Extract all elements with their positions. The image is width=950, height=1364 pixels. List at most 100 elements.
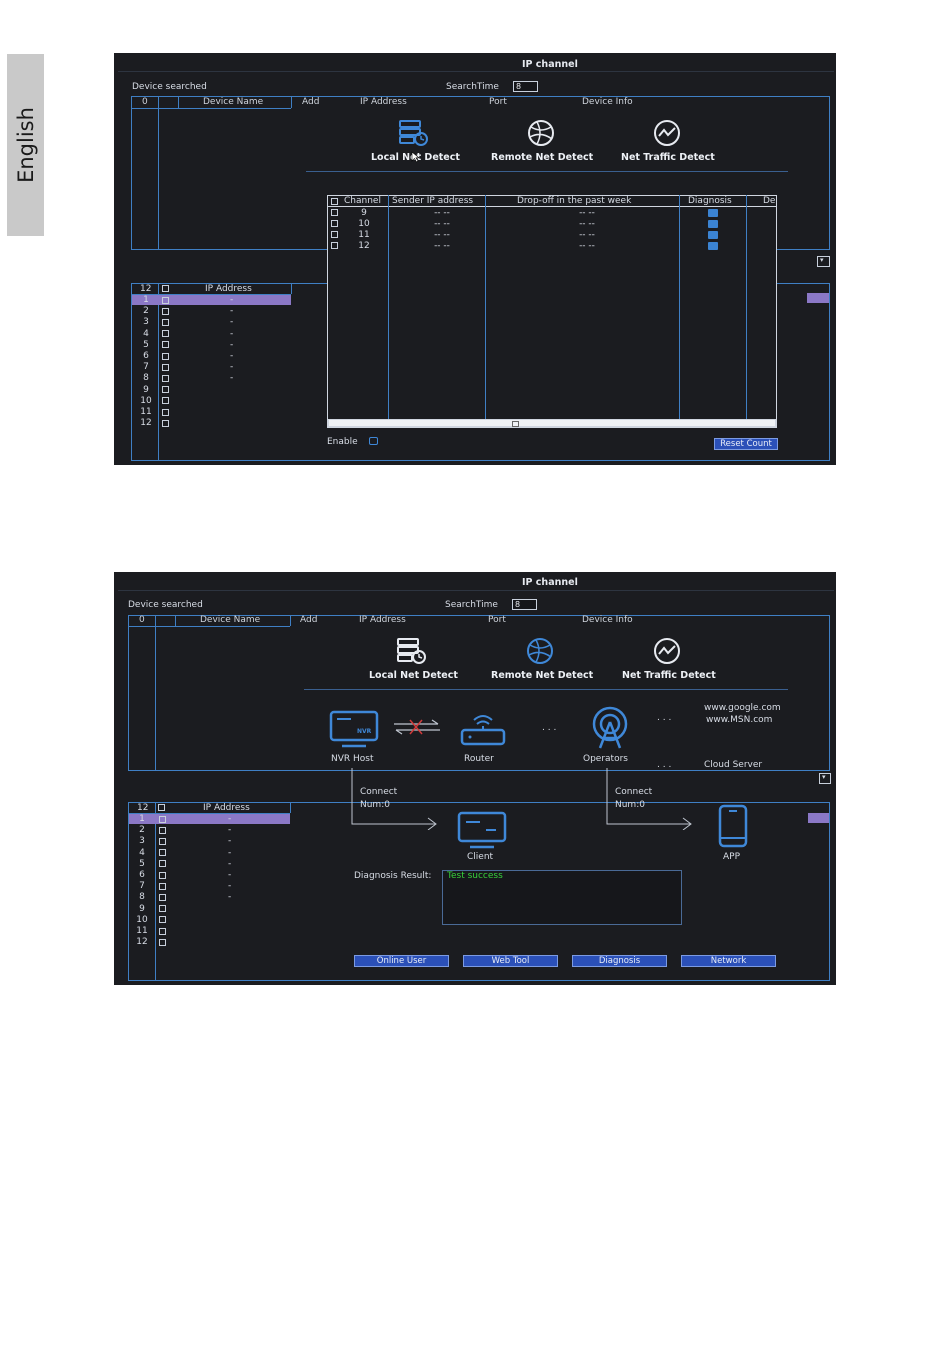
diagnosis-icon[interactable] [708, 242, 718, 250]
ip-row-checkbox[interactable] [159, 882, 166, 890]
ip-row-checkbox[interactable] [162, 341, 169, 349]
ip-row-checkbox[interactable] [159, 916, 166, 924]
ip-row-checkbox[interactable] [159, 837, 166, 845]
table-row-checkbox[interactable] [331, 231, 338, 238]
ip-row-checkbox[interactable] [159, 860, 166, 868]
ip-row-checkbox[interactable] [159, 815, 166, 823]
ip-row-checkbox[interactable] [162, 318, 169, 326]
ip-row-address: - [230, 373, 234, 384]
tab-remote-net-detect[interactable]: Remote Net Detect [491, 152, 594, 163]
ip-row-checkbox[interactable] [162, 408, 169, 416]
ip-row-checkbox[interactable] [162, 374, 169, 382]
client-label: Client [467, 852, 494, 862]
app-phone-icon [718, 804, 748, 848]
tab-net-traffic-detect[interactable]: Net Traffic Detect [622, 670, 716, 681]
device-header-info: Device Info [582, 615, 633, 625]
search-time-input[interactable]: 8 [512, 599, 537, 610]
operators-label: Operators [583, 754, 628, 764]
ip-row-checkbox[interactable] [159, 938, 166, 946]
ip-row-checkbox[interactable] [162, 307, 169, 315]
table-cell-sender: -- -- [434, 219, 450, 229]
connect-arrow-right [606, 768, 692, 830]
ip-row-checkbox[interactable] [159, 826, 166, 834]
search-time-input[interactable]: 8 [513, 81, 538, 92]
table-row-checkbox[interactable] [331, 209, 338, 216]
diagnosis-icon[interactable] [708, 231, 718, 239]
ip-row-number: 2 [143, 306, 149, 317]
ip-row-number: 9 [143, 384, 149, 395]
table-cell-channel: 9 [361, 208, 367, 218]
chevron-down-icon: ▾ [822, 773, 826, 781]
table-row-checkbox[interactable] [331, 220, 338, 227]
online-user-button[interactable]: Online User [354, 955, 449, 967]
ip-row-number: 4 [139, 847, 145, 858]
horizontal-scrollbar[interactable] [328, 419, 776, 427]
connect-right-line1: Connect [615, 787, 653, 797]
ip-row-checkbox[interactable] [159, 905, 166, 913]
diagnosis-icon[interactable] [708, 209, 718, 217]
ip-row-checkbox[interactable] [162, 386, 169, 394]
traffic-chart-icon [654, 638, 680, 664]
ip-row-address: - [230, 328, 234, 339]
ip-row-checkbox[interactable] [159, 849, 166, 857]
ip-row-number: 8 [139, 892, 145, 903]
cloud-server-label: Cloud Server [704, 760, 763, 770]
ip-row-address: - [230, 339, 234, 350]
network-button[interactable]: Network [681, 955, 776, 967]
ip-row-checkbox[interactable] [162, 419, 169, 427]
diagnosis-icon[interactable] [708, 220, 718, 228]
tab-local-net-detect[interactable]: Local Net Detect [369, 670, 458, 681]
ip-row-checkbox[interactable] [162, 296, 169, 304]
web-tool-button[interactable]: Web Tool [463, 955, 558, 967]
diagnosis-result-box: Test success [442, 870, 682, 925]
diagnosis-result-label: Diagnosis Result: [354, 871, 432, 881]
th-detail: De [763, 196, 776, 206]
ip-row-checkbox[interactable] [159, 893, 166, 901]
connect-left-line1: Connect [360, 787, 398, 797]
device-searched-label: Device searched [128, 600, 203, 610]
ip-select-all-checkbox[interactable] [162, 285, 169, 292]
dropdown-toggle[interactable]: ▾ [817, 256, 830, 267]
tab-net-traffic-detect[interactable]: Net Traffic Detect [621, 152, 715, 163]
ip-row-checkbox[interactable] [159, 871, 166, 879]
ip-row-address: - [230, 317, 234, 328]
ip-row-address: - [228, 814, 232, 824]
reset-count-button[interactable]: Reset Count [714, 438, 778, 450]
device-header-count: 0 [139, 615, 145, 625]
ip-row-number: 5 [139, 858, 145, 869]
enable-checkbox[interactable] [369, 437, 378, 445]
ip-row-checkbox[interactable] [162, 363, 169, 371]
ip-row-number: 8 [143, 373, 149, 384]
table-select-all-checkbox[interactable] [331, 198, 338, 205]
table-row-checkbox[interactable] [331, 242, 338, 249]
diagnosis-button[interactable]: Diagnosis [572, 955, 667, 967]
ip-row-checkbox[interactable] [162, 352, 169, 360]
local-net-icon [399, 120, 428, 146]
ip-row-number: 1 [139, 814, 145, 824]
ip-row-checkbox[interactable] [159, 927, 166, 935]
ip-row-checkbox[interactable] [162, 397, 169, 405]
nvr-badge: NVR [357, 728, 372, 735]
th-channel: Channel [344, 196, 381, 206]
local-net-icon [397, 638, 426, 664]
ip-row-address: - [230, 306, 234, 317]
ip-row-checkbox[interactable] [162, 330, 169, 338]
ip-row-address: - [230, 362, 234, 373]
ip-row-number: 6 [143, 351, 149, 361]
enable-label: Enable [327, 437, 358, 447]
website-1: www.google.com [704, 703, 781, 713]
dots-3: . . . [657, 760, 672, 770]
ip-row-number: 3 [143, 317, 149, 328]
device-header-add: Add [302, 97, 320, 107]
ip-row-address: - [228, 870, 232, 880]
ip-row-address: - [228, 881, 232, 892]
dropdown-toggle[interactable]: ▾ [819, 773, 831, 784]
device-list [128, 615, 830, 771]
device-header-ip: IP Address [360, 97, 407, 107]
ip-row-address: - [228, 825, 232, 836]
table-cell-channel: 10 [358, 219, 370, 229]
ip-select-all-checkbox[interactable] [158, 804, 165, 811]
router-icon [460, 715, 506, 746]
device-header-port: Port [488, 615, 506, 625]
tab-remote-net-detect[interactable]: Remote Net Detect [491, 670, 594, 681]
